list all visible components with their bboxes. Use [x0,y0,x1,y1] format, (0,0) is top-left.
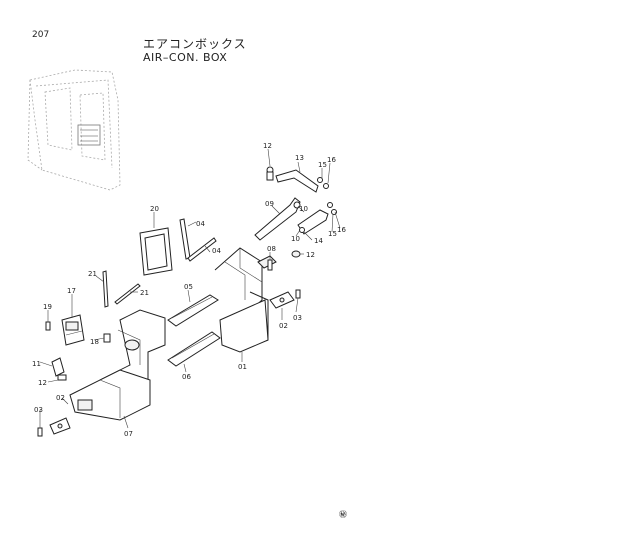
callout-08: 08 [267,245,276,253]
callout-02: 02 [279,322,288,330]
part-01-duct-body [214,247,277,353]
callout-18: 18 [90,338,99,346]
part-14-link [297,202,337,235]
callout-01: 01 [238,363,247,371]
callout-13: 13 [295,154,304,162]
cab-locator-sketch [27,69,121,191]
part-08-screw [267,259,273,271]
part-09-arm [254,197,301,241]
diagram-title-japanese: エアコンボックス [143,37,247,51]
callout-15: 15 [318,161,327,169]
part-13-bracket [266,166,329,193]
callout-15-lower: 15 [328,230,337,238]
callout-21: 21 [88,270,97,278]
callout-12: 12 [263,142,272,150]
callout-17: 17 [67,287,76,295]
page-number: 207 [32,30,50,40]
part-12-clips [57,250,301,381]
callout-02-left: 02 [56,394,65,402]
callout-04: 04 [196,220,205,228]
callout-14: 14 [314,237,323,245]
callout-16: 16 [327,156,336,164]
diagram-title-english: AIR–CON. BOX [143,51,228,64]
part-02-bracket [49,291,295,435]
part-18-fastener [103,333,111,343]
callout-16-lower: 16 [337,226,346,234]
part-07-lower-housing [69,309,166,421]
callout-21-lower: 21 [140,289,149,297]
footer-confidential-mark: ㊙ [339,510,347,519]
part-11-clamp [51,357,65,377]
callout-20: 20 [150,205,159,213]
part-17-blower-motor [61,314,85,346]
part-20-gasket-frame [139,227,173,276]
part-21-seals [102,270,141,308]
callout-06: 06 [182,373,191,381]
callout-05: 05 [184,283,193,291]
callout-07: 07 [124,430,133,438]
part-19-screw [45,321,51,331]
leader-lines [39,148,341,429]
callout-03-left: 03 [34,406,43,414]
part-05-filter [167,294,219,327]
callout-03: 03 [293,314,302,322]
callout-10-lower: 10 [291,235,300,243]
callout-10: 10 [299,205,308,213]
callout-19: 19 [43,303,52,311]
part-06-filter [167,331,221,367]
callout-11: 11 [32,360,41,368]
callout-12-mid: 12 [306,251,315,259]
callout-12-left: 12 [38,379,47,387]
callout-09: 09 [265,200,274,208]
part-03-screws [37,289,301,437]
callout-04-lower: 04 [212,247,221,255]
part-04-seals [179,218,217,262]
